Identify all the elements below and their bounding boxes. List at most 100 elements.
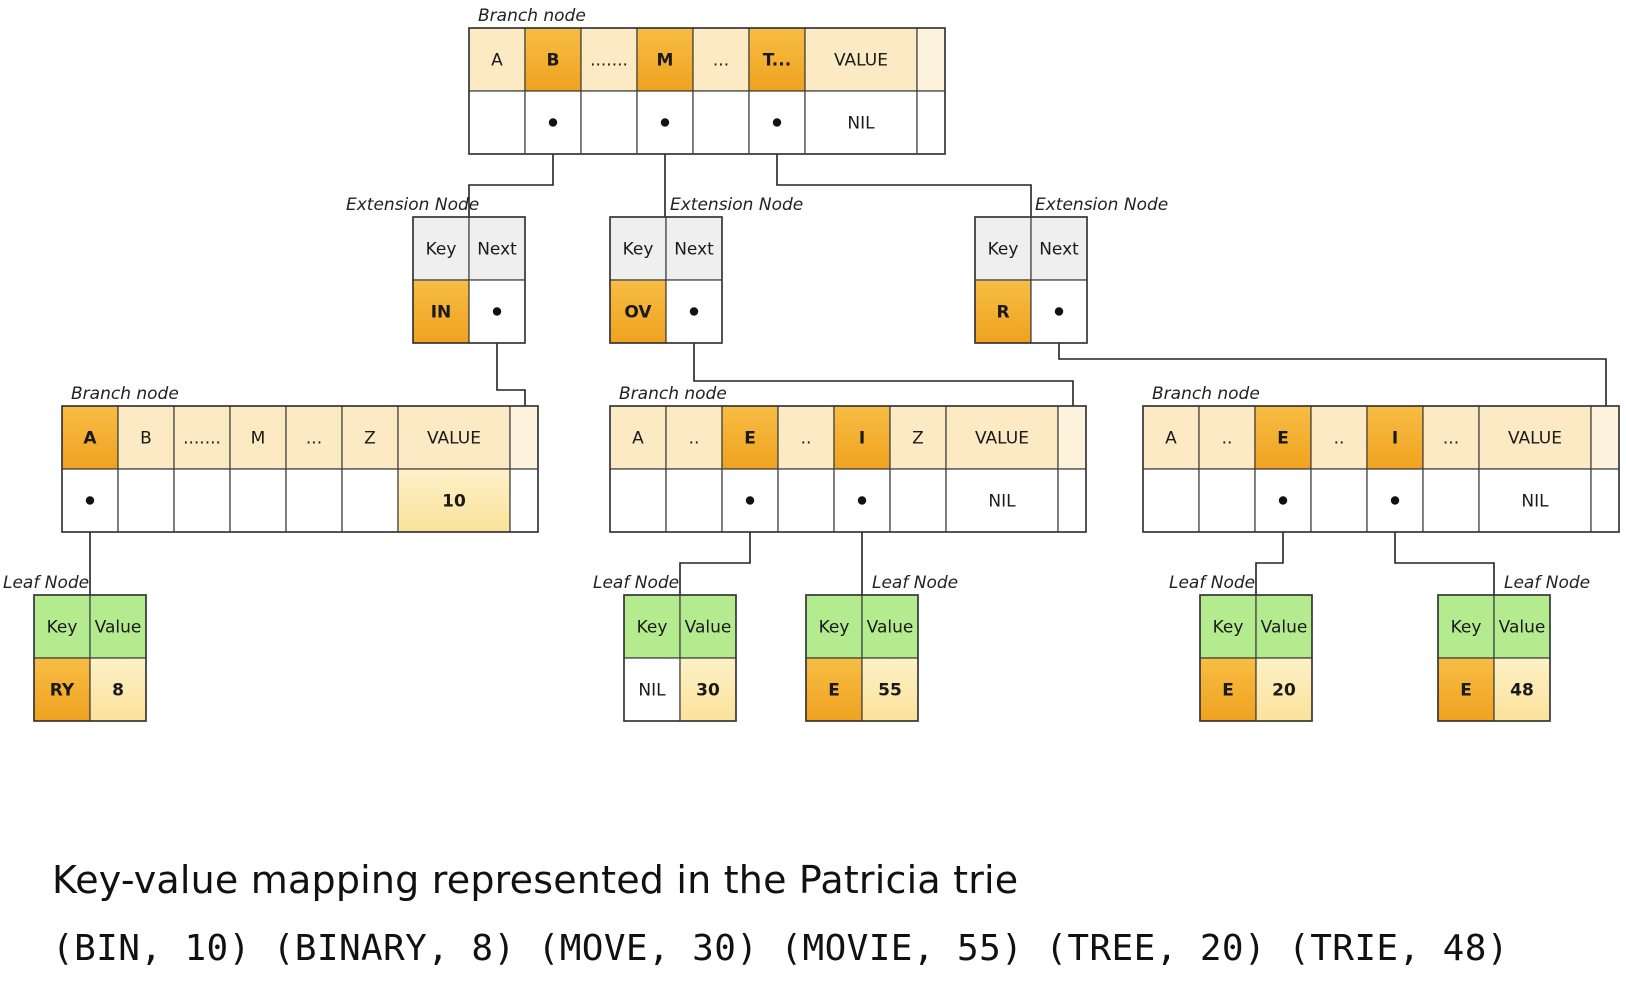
- cell-text: Key: [623, 240, 654, 260]
- node-label: Extension Node: [670, 195, 803, 215]
- pointer-dot: [660, 118, 670, 127]
- cell-text: ...: [306, 429, 322, 449]
- node-cell: [1590, 468, 1620, 533]
- node-cell: [1437, 594, 1495, 659]
- cell-text: Next: [477, 240, 517, 260]
- node-cell: [1198, 405, 1256, 470]
- node-cell: [1590, 405, 1620, 470]
- node-cell: [609, 468, 667, 533]
- node-cell: [1030, 216, 1088, 281]
- cell-text: .......: [590, 51, 628, 71]
- node-cell: [580, 90, 638, 155]
- cell-text: .......: [183, 429, 221, 449]
- cell-text: Value: [685, 618, 732, 638]
- pointer-dot: [857, 496, 867, 505]
- node-cell: [468, 27, 526, 92]
- edge-ext-ov-to-branch-mov: [693, 311, 1074, 406]
- node-cell: [1310, 405, 1368, 470]
- node-cell: [609, 216, 667, 281]
- node-cell: [1437, 657, 1495, 722]
- node-cell: [1366, 405, 1424, 470]
- node-label: Extension Node: [346, 195, 479, 215]
- cell-text: NIL: [988, 492, 1016, 512]
- cell-text: I: [859, 429, 865, 449]
- node-border: [33, 594, 147, 722]
- cell-text: T...: [763, 51, 791, 71]
- pointer-dot: [689, 307, 699, 316]
- node-label: Leaf Node: [3, 573, 89, 593]
- node-cell: [1142, 468, 1200, 533]
- node-cell: [609, 279, 667, 344]
- cell-text: VALUE: [1508, 429, 1562, 449]
- node-border: [974, 216, 1088, 344]
- cell-text: Key: [426, 240, 457, 260]
- node-border: [1199, 594, 1313, 722]
- cell-text: B: [140, 429, 152, 449]
- node-label: Branch node: [71, 384, 179, 404]
- cell-text: NIL: [638, 681, 666, 701]
- cell-text: A: [1165, 429, 1177, 449]
- node-label: Branch node: [619, 384, 727, 404]
- cell-text: Z: [364, 429, 376, 449]
- cell-text: NIL: [1521, 492, 1549, 512]
- cell-text: R: [996, 303, 1009, 323]
- node-border: [805, 594, 919, 722]
- node-label: Leaf Node: [1169, 573, 1255, 593]
- cell-text: VALUE: [834, 51, 888, 71]
- node-cell: [861, 594, 919, 659]
- node-cell: [805, 657, 863, 722]
- cell-text: Next: [674, 240, 714, 260]
- cell-text: A: [83, 429, 97, 449]
- node-cell: [1199, 657, 1257, 722]
- pointer-dot: [85, 496, 95, 505]
- cell-text: ..: [1222, 429, 1233, 449]
- node-cell: [1310, 468, 1368, 533]
- pointer-dot: [772, 118, 782, 127]
- cell-text: E: [1222, 681, 1234, 701]
- node-label: Branch node: [1152, 384, 1260, 404]
- node-border: [609, 405, 1087, 533]
- node-label: Leaf Node: [593, 573, 679, 593]
- node-cell: [916, 27, 946, 92]
- cell-text: A: [491, 51, 503, 71]
- cell-text: Key: [819, 618, 850, 638]
- node-label: Leaf Node: [872, 573, 958, 593]
- cell-text: Key: [988, 240, 1019, 260]
- cell-text: 8: [112, 681, 124, 701]
- cell-text: 55: [878, 681, 902, 701]
- cell-text: VALUE: [975, 429, 1029, 449]
- node-cell: [509, 468, 539, 533]
- cell-text: ..: [801, 429, 812, 449]
- cell-text: Value: [1261, 618, 1308, 638]
- node-cell: [341, 468, 399, 533]
- cell-text: Next: [1039, 240, 1079, 260]
- cell-text: B: [547, 51, 560, 71]
- cell-text: RY: [50, 681, 75, 701]
- cell-text: Key: [637, 618, 668, 638]
- node-cell: [173, 468, 231, 533]
- cell-text: 30: [696, 681, 720, 701]
- pointer-dot: [745, 496, 755, 505]
- cell-text: Key: [1213, 618, 1244, 638]
- cell-text: IN: [431, 303, 452, 323]
- node-cell: [412, 279, 470, 344]
- node-cell: [777, 468, 835, 533]
- cell-text: Key: [1451, 618, 1482, 638]
- cell-text: VALUE: [427, 429, 481, 449]
- node-cell: [636, 27, 694, 92]
- cell-text: M: [251, 429, 266, 449]
- node-border: [1437, 594, 1551, 722]
- pointer-dot: [548, 118, 558, 127]
- cell-text: E: [1460, 681, 1472, 701]
- cell-text: A: [632, 429, 644, 449]
- cell-text: E: [828, 681, 840, 701]
